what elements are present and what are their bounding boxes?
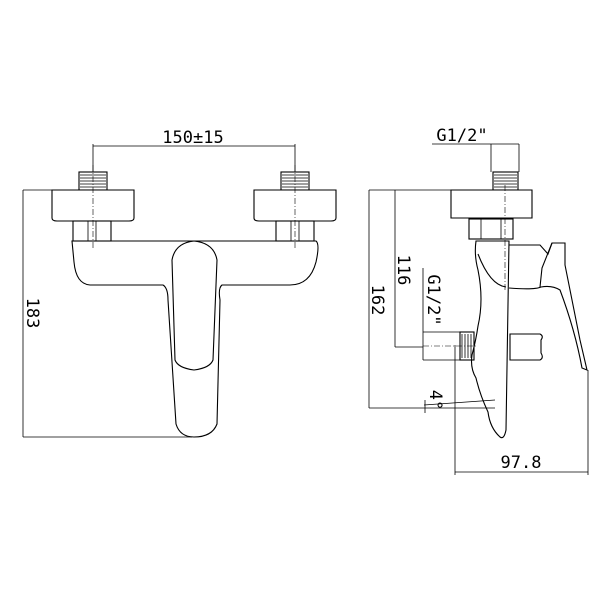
dimension-116-label: 116 xyxy=(393,255,413,286)
dimension-width-label: 150±15 xyxy=(162,128,223,148)
angle-label: 4° xyxy=(425,390,445,410)
front-view: 150±15 183 xyxy=(22,128,337,438)
dimension-depth-label: 97.8 xyxy=(501,453,542,473)
dimension-162-label: 162 xyxy=(367,285,387,316)
inlet-thread-label: G1/2" xyxy=(436,126,487,146)
outlet-thread-label: G1/2" xyxy=(423,274,443,325)
dimension-height-label: 183 xyxy=(22,298,42,329)
side-view: G1/2" G1/2" 116 162 4° 97.8 xyxy=(367,126,589,475)
